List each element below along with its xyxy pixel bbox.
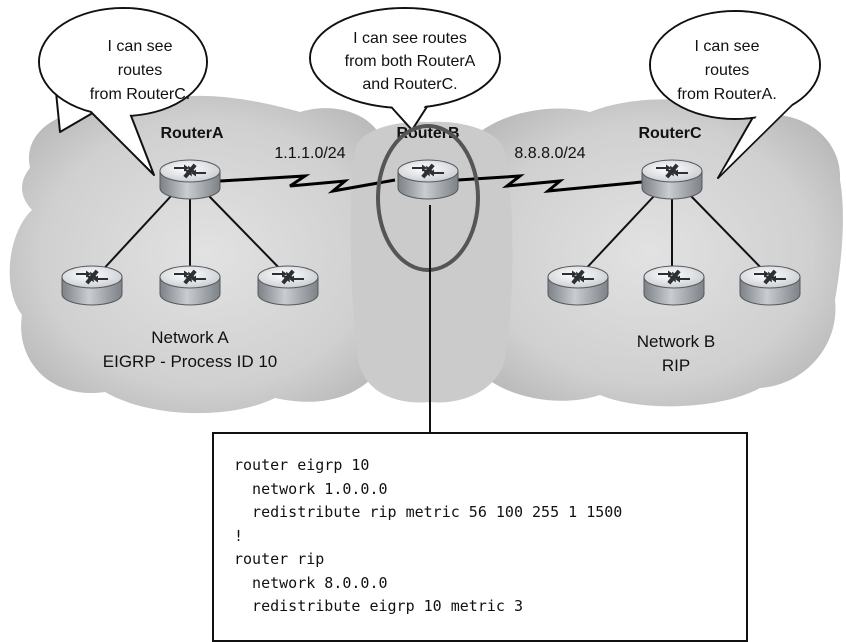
routera-router-icon[interactable] (159, 159, 221, 200)
routerb-bubble-line-3: and RouterC. (362, 76, 457, 93)
config-line: redistribute eigrp 10 metric 3 (234, 597, 523, 615)
network-b-router-2-icon[interactable] (643, 265, 705, 306)
config-line: network 1.0.0.0 (234, 479, 388, 498)
network-b-router-3-icon[interactable] (739, 265, 801, 306)
routerc-router-icon[interactable] (641, 159, 703, 200)
network-b-cloud (455, 99, 843, 407)
routerc-speech-bubble: I can see routes from RouterA. (649, 10, 821, 179)
routerb-bubble-line-1: I can see routes (353, 30, 467, 47)
serial-link-ab (219, 174, 396, 194)
config-line: network 8.0.0.0 (234, 573, 388, 592)
network-a-router-2-icon[interactable] (159, 265, 221, 306)
routerc-bubble-line-2: routes (705, 62, 749, 79)
routerc-bubble-line-1: I can see (695, 38, 760, 55)
config-line: router eigrp 10 (234, 456, 370, 474)
routera-label: RouterA (160, 125, 224, 142)
link-ab-subnet: 1.1.1.0/24 (274, 145, 345, 162)
routerc-label: RouterC (638, 125, 702, 142)
config-line: ! (234, 526, 244, 545)
routerb-router-icon[interactable] (397, 159, 459, 200)
network-a-protocol: EIGRP - Process ID 10 (103, 352, 277, 371)
routerc-bubble-line-3: from RouterA. (677, 86, 777, 103)
network-b-lan-links (579, 194, 769, 276)
network-b-protocol: RIP (662, 356, 690, 375)
routerb-config-box: router eigrp 10 network 1.0.0.0 redistri… (212, 432, 748, 642)
routerb-highlight-ring (376, 124, 480, 272)
core-cloud (350, 121, 513, 403)
serial-link-bc (457, 174, 643, 193)
routera-bubble-line-3: from RouterC. (90, 86, 190, 103)
routera-speech-bubble: I can see routes from RouterC. (38, 7, 208, 176)
routera-bubble-line-2: routes (118, 62, 162, 79)
routerb-bubble-line-2: from both RouterA (345, 53, 476, 70)
config-line: router rip (234, 550, 325, 568)
network-b-name: Network B (637, 332, 715, 351)
link-bc-subnet: 8.8.8.0/24 (514, 145, 585, 162)
network-a-name: Network A (151, 328, 229, 347)
config-line: redistribute rip metric 56 100 255 1 150… (234, 503, 623, 521)
network-b-router-1-icon[interactable] (547, 265, 609, 306)
routerb-speech-bubble: I can see routes from both RouterA and R… (309, 7, 501, 131)
network-a-lan-links (97, 194, 287, 276)
network-a-router-1-icon[interactable] (61, 265, 123, 306)
routera-bubble-line-1: I can see (108, 38, 173, 55)
network-a-router-3-icon[interactable] (257, 265, 319, 306)
